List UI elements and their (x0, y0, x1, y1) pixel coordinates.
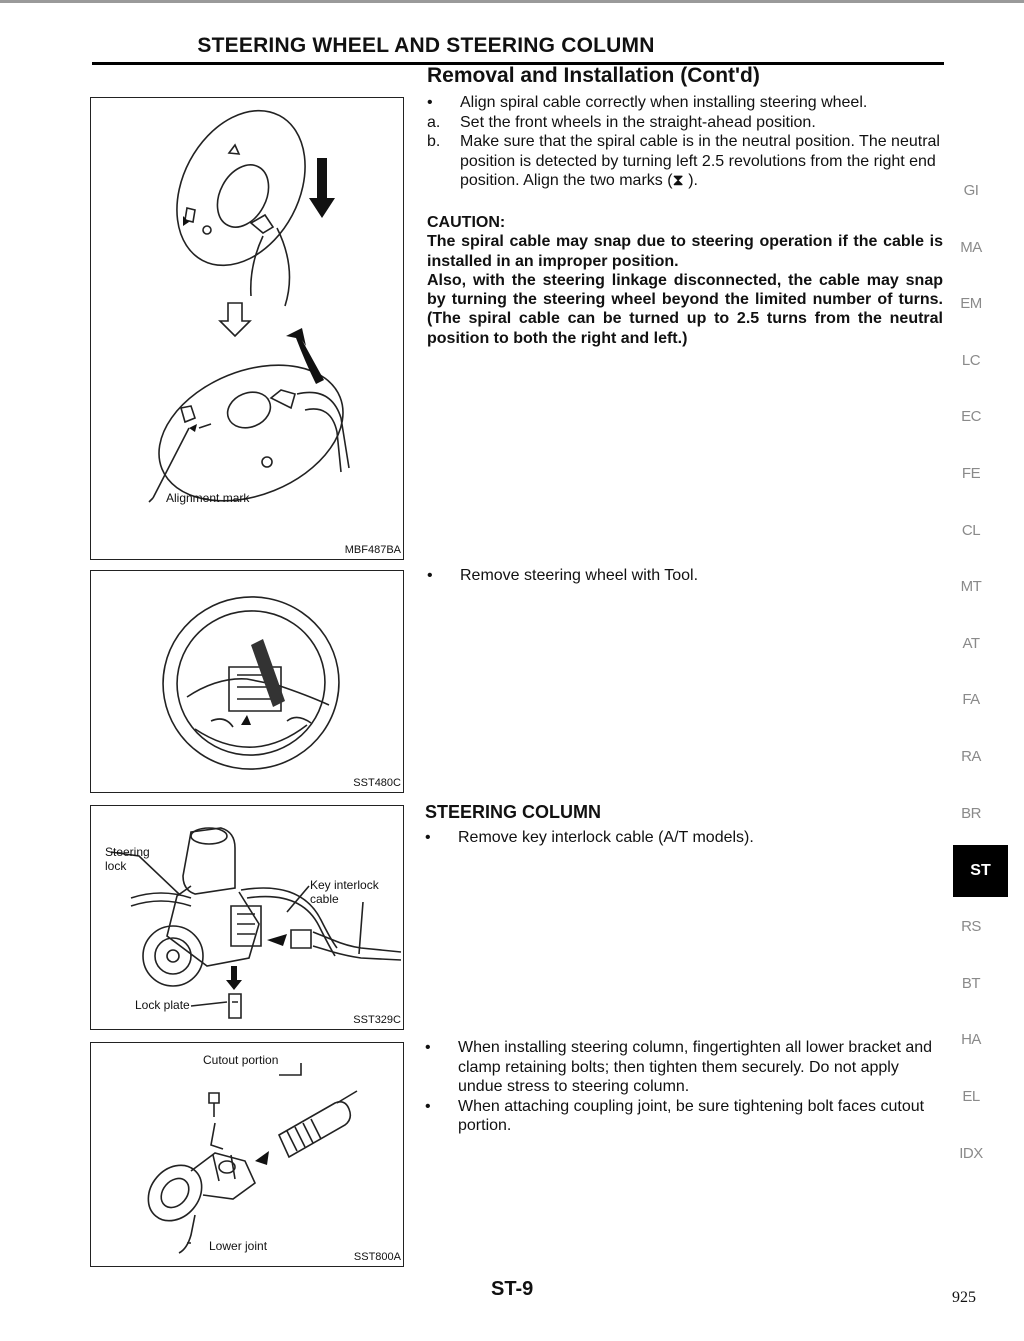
tab-at[interactable]: AT (962, 635, 980, 652)
lower-joint-illustration (147, 1063, 358, 1254)
list-item: a.Set the front wheels in the straight-a… (427, 113, 816, 131)
caution-paragraph: The spiral cable may snap due to steerin… (427, 233, 943, 270)
figure-code: SST329C (353, 1014, 401, 1026)
tab-fe[interactable]: FE (961, 465, 981, 482)
tab-ma[interactable]: MA (960, 239, 982, 256)
callout-steering-lock: Steering lock (105, 845, 150, 873)
caution-heading: CAUTION: (427, 214, 506, 231)
tab-lc[interactable]: LC (961, 352, 981, 369)
list-item: •Align spiral cable correctly when insta… (427, 94, 868, 111)
tab-mt[interactable]: MT (960, 578, 982, 595)
installation-instructions: •When installing steering column, finger… (425, 1038, 943, 1136)
caution-paragraph: Also, with the steering linkage disconne… (427, 271, 943, 347)
figure-code: SST480C (353, 777, 401, 789)
section-title: Removal and Installation (Cont'd) (427, 64, 760, 87)
tab-bt[interactable]: BT (961, 975, 981, 992)
spiral-cable-illustration (148, 109, 350, 503)
tab-el[interactable]: EL (962, 1088, 980, 1105)
steering-wheel-instructions: •Remove steering wheel with Tool. (427, 566, 943, 586)
top-border (0, 0, 1024, 3)
figure-code: MBF487BA (344, 544, 401, 556)
callout-lock-plate: Lock plate (135, 998, 190, 1012)
steering-column-instructions: •Remove key interlock cable (A/T models)… (425, 828, 941, 848)
title-rule (92, 62, 944, 65)
callout-alignment-mark: Alignment mark (166, 491, 250, 505)
tab-ec[interactable]: EC (961, 408, 981, 425)
steering-wheel-illustration (162, 596, 340, 770)
list-item: •When installing steering column, finger… (425, 1039, 933, 1095)
caution-block: CAUTION: The spiral cable may snap due t… (427, 213, 943, 348)
figure-code: SST800A (353, 1251, 401, 1263)
callout-lower-joint: Lower joint (209, 1239, 268, 1253)
sheet-number: 925 (952, 1289, 976, 1306)
key-interlock-illustration (110, 827, 402, 1019)
list-item: •Remove steering wheel with Tool. (427, 567, 699, 584)
tab-cl[interactable]: CL (961, 522, 981, 539)
callout-cutout-portion: Cutout portion (203, 1053, 279, 1067)
tab-ha[interactable]: HA (961, 1031, 981, 1048)
spiral-cable-instructions: •Align spiral cable correctly when insta… (427, 93, 943, 191)
list-item: •Remove key interlock cable (A/T models)… (425, 829, 754, 846)
tab-ra[interactable]: RA (961, 748, 981, 765)
tab-idx[interactable]: IDX (959, 1145, 983, 1162)
steering-column-title: STEERING COLUMN (425, 802, 602, 822)
tab-br[interactable]: BR (961, 805, 981, 822)
tab-st-active[interactable]: ST (953, 845, 1008, 897)
tab-gi[interactable]: GI (963, 182, 979, 199)
callout-key-interlock-cable: Key interlock cable (310, 878, 379, 906)
tab-fa[interactable]: FA (962, 691, 980, 708)
tab-rs[interactable]: RS (961, 918, 981, 935)
figure-steering-wheel: SST480C (90, 570, 404, 793)
list-item: b.Make sure that the spiral cable is in … (427, 133, 940, 189)
figure-lower-joint: Cutout portion Lower joint SST800A (90, 1042, 404, 1267)
page-title: STEERING WHEEL AND STEERING COLUMN (197, 34, 655, 57)
list-item: •When attaching coupling joint, be sure … (425, 1097, 925, 1135)
tab-em[interactable]: EM (960, 295, 982, 312)
page-number: ST-9 (491, 1278, 534, 1300)
figure-key-interlock: Steering lock Key interlock cable Lock p… (90, 805, 404, 1030)
figure-spiral-cable: Alignment mark MBF487BA (90, 97, 404, 560)
